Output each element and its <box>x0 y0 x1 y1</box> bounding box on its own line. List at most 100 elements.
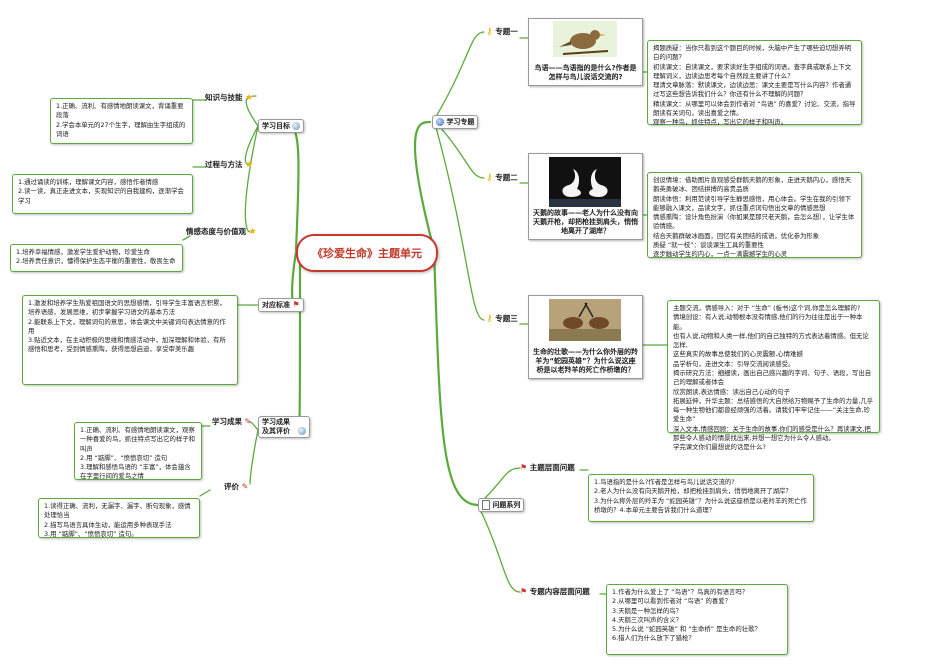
content-question: 2.从哪里可以看到作者对 “鸟语” 的喜爱？ <box>612 597 732 606</box>
topic1-item: 精读课文：从哪里可以体会到作者对 “鸟语” 的喜爱？讨论、交流，指导朗读有关词句… <box>653 99 856 117</box>
knowledge-content: 1.正确、流利、有感情地朗读课文，背诵重要段落 2.学会本单元的27个生字，理解… <box>50 98 193 144</box>
key-icon: ⚷ <box>486 27 493 37</box>
pencil-icon: ✎ <box>244 417 252 426</box>
branch-label: 学习专题 <box>446 118 475 126</box>
content-questions-label[interactable]: ⚑ 专题内容层面问题 <box>520 587 590 596</box>
content-question: 3.天鹅是一种怎样的鸟？ <box>612 606 683 615</box>
evaluation-item: 1.读得正确、流利，无漏字、漏字、断句现象，感情处理恰当 <box>44 502 191 520</box>
evaluation-content: 1.读得正确、流利，无漏字、漏字、断句现象，感情处理恰当 2.描写鸟语言具体生动… <box>38 498 200 538</box>
central-topic[interactable]: 《珍爱生命》主题单元 <box>296 234 438 272</box>
branch-label: 学习目标 <box>262 122 290 130</box>
theme-questions-content: 1.鸟语指的是什么?作者是怎样与鸟儿说话交流的? 2.老人为什么没有向天鹅开枪，… <box>588 474 814 522</box>
branch-study-goals[interactable]: 学习目标 <box>258 119 305 133</box>
topic1-caption: 鸟语——鸟语指的是什么?作者是怎样与鸟儿说话交流的? <box>534 63 637 81</box>
topic1-label[interactable]: ⚷ 专题一 <box>486 27 518 37</box>
flag-icon: ⚑ <box>520 587 528 596</box>
star-icon: ★ <box>248 227 257 237</box>
star-icon: ★ <box>245 160 254 170</box>
standard-item: 2.能联系上下文，理解词句的意思，体会课文中关键词句表达情意的作用 <box>28 317 226 335</box>
evaluation-item: 2.描写鸟语言具体生动，能运用多种表现手法 <box>44 520 172 529</box>
theme-question: 2.老人为什么没有向天鹅开枪，却把枪挂到肩头，悄悄地离开了湖岸？ <box>594 487 792 496</box>
topic3-content: 主题交流，情感导入：对于 “生命” (板书)这个词,你是怎么理解的? 情境创设：… <box>667 300 880 451</box>
topic3-picture-card[interactable]: 生命的壮歌——为什么你外层的羚羊为“蛇园英雄”？为什么说这座桥是以老羚羊的死亡作… <box>528 295 643 379</box>
content-question: 6.猎人们为什么放下了猎枪？ <box>612 634 695 643</box>
topic3-item: 学完课文你们最想说的话是什么? <box>673 443 766 452</box>
topic3-item: 品学析句，走进文本：引导交流阅读感受。 <box>673 359 795 368</box>
topic3-label[interactable]: ⚷ 专题三 <box>486 314 518 324</box>
topic2-item: 朗读体悟：利用范读引导学生静思感悟，用心体会。学生在我的引领下能够融入课文，品读… <box>653 194 852 212</box>
emotion-content: 1.培养幸福情感，激发学生爱护动物，珍爱生命 2.培养责任意识，懂得保护生态平衡… <box>10 244 183 272</box>
branch-label: 对应标准 <box>262 301 290 309</box>
globe-icon <box>436 118 444 126</box>
topic2-item: 逐步触动学生的内心，一点一滴震撼学生的心灵 <box>653 250 788 259</box>
pencil-icon: ✎ <box>241 482 249 491</box>
link-center-results <box>296 260 302 430</box>
topic1-item: 理清文章脉落：默读课文，边读边思：课文主要是写什么内容？作者通过写这些想告诉我们… <box>653 81 852 99</box>
outcome-item: 3.理解和感悟鸟语的 “丰富”，体会蕴含在字里行间的爱鸟之情 <box>80 463 191 481</box>
content-questions-content: 1.作者为什么爱上了 “鸟语”？鸟真的有语言吗？ 2.从哪里可以看到作者对 “鸟… <box>606 584 788 655</box>
topic3-item: 情境创设：有人说,动物根本没有情感,他们的行为往往是出于一种本能。 <box>673 313 863 331</box>
branch-results[interactable]: 学习成果及其评价 <box>258 416 311 438</box>
process-item: 1.通过诵读的训练，理解课文内容，感悟作者情感 <box>18 178 159 186</box>
topic3-item: 欣赏朗读,表达情感：读出自己心动的句子 <box>673 387 791 396</box>
branch-study-topics[interactable]: 学习专题 <box>432 115 479 129</box>
link-center-goals <box>288 124 300 252</box>
standard-content: 1.激发和培养学生热爱祖国语文的思想感情，引导学生丰富语言积累，培养语感，发展思… <box>22 295 238 385</box>
evaluation-item: 3.用 “踮脚”、“愤愤哀切” 造句。 <box>44 529 138 538</box>
emotion-item: 2.培养责任意识，懂得保护生态平衡的重要性，敬畏生命 <box>16 257 176 266</box>
key-icon: ⚷ <box>486 173 493 183</box>
star-icon: ★ <box>245 93 254 103</box>
flag-icon: ⚑ <box>292 300 300 309</box>
topic3-item: 深入文本,情感回顾：关于生命的故事,你们的感受是什么？再读课文,把那些令人感动的… <box>673 424 871 442</box>
link-center-questions <box>432 248 480 507</box>
document-icon <box>482 500 490 510</box>
outcome-label[interactable]: 学习成果 ✎ <box>212 417 252 426</box>
topic2-item: 结合天鹅群破冰画面，回忆有关团结的成语，优化参为形象 <box>653 231 820 240</box>
knowledge-label[interactable]: 知识与技能 ★ <box>205 93 254 103</box>
branch-questions[interactable]: 问题系列 <box>478 498 525 512</box>
topic2-item: 质疑 “就一枝”：谈谈课生工具的重要性 <box>653 240 764 249</box>
knowledge-item: 2.学会本单元的27个生字，理解由生字组成的词语 <box>56 120 186 138</box>
topic3-caption: 生命的壮歌——为什么你外层的羚羊为“蛇园英雄”？为什么说这座桥是以老羚羊的死亡作… <box>533 347 638 374</box>
topic1-item: 观察一种鸟，抓住特点，写出它的样子和叫声。 <box>653 118 788 127</box>
topic2-label[interactable]: ⚷ 专题二 <box>486 173 518 183</box>
globe-icon <box>298 426 307 435</box>
outcome-item: 2.用 “踮脚”、“愤愤哀切” 造句 <box>80 453 168 462</box>
topic1-item: 揭题质疑：当你只看到这个题目的时候，头脑中产生了哪些迫切想弄明白的问题？ <box>653 44 852 62</box>
branch-standard[interactable]: 对应标准 ⚑ <box>258 298 304 312</box>
process-label[interactable]: 过程与方法 ★ <box>205 160 254 170</box>
topic1-item: 初读课文：自读课文，要求读好生字组成的词语，查字典或联系上下文理解词义，边读边思… <box>653 62 852 80</box>
topic2-item: 情感熏陶：设计角色扮演（你如果是那只老天鹅，会怎么想），让学生体验情感。 <box>653 213 855 231</box>
standard-item: 3.贴近文本，在主动积极的思维和情感活动中，加深理解和体验，有所感悟和思考，受到… <box>28 336 226 354</box>
topic1-content: 揭题质疑：当你只看到这个题目的时候，头脑中产生了哪些迫切想弄明白的问题？ 初读课… <box>647 40 862 127</box>
theme-question: 1.鸟语指的是什么?作者是怎样与鸟儿说话交流的? <box>594 478 735 486</box>
globe-icon <box>292 122 301 130</box>
evaluation-label[interactable]: 评价 ✎ <box>224 482 249 491</box>
emotion-item: 1.培养幸福情感，激发学生爱护动物，珍爱生命 <box>16 248 150 256</box>
content-question: 5.为什么说 “蛇园英雄” 和 “生命桥” 是生命的壮歌？ <box>612 625 761 634</box>
topic1-picture-card[interactable]: 鸟语——鸟语指的是什么?作者是怎样与鸟儿说话交流的? <box>528 18 643 86</box>
antelopes-image <box>549 299 621 341</box>
link-center-topics <box>413 120 436 252</box>
process-content: 1.通过诵读的训练，理解课文内容，感悟作者情感 2.读一读，真正走进文本，实现知… <box>12 174 193 214</box>
key-icon: ⚷ <box>486 314 493 324</box>
content-question: 4.天鹅三次叫声的含义？ <box>612 615 683 624</box>
theme-question: 3.为什么称外层的羚羊为 “蛇园英雄”？为什么说这座桥是以老羚羊的死亡作桥墩的？… <box>594 496 807 514</box>
outcome-item: 1.正确、流利、有感情地朗读课文，观察一种喜爱的鸟，抓住特点写出它的样子和叫声 <box>80 426 196 453</box>
flag-icon: ⚑ <box>520 463 528 472</box>
topic3-item: 揭示研究方法：细细读，画出自己感兴趣的字词、句子、语段，写出自己的理解或者体会 <box>673 368 872 387</box>
theme-questions-label[interactable]: ⚑ 主题层面问题 <box>520 463 575 472</box>
topic3-item: 主题交流，情感导入：对于 “生命” (板书)这个词,你是怎么理解的? <box>673 304 861 312</box>
emotion-label[interactable]: 情感态度与价值观 ★ <box>186 227 257 237</box>
topic2-caption: 天鹅的故事——老人为什么没有向天鹅开枪，却把枪挂到肩头，悄悄地离开了湖岸？ <box>533 208 638 235</box>
swans-image <box>549 157 621 207</box>
topic3-item: 也有人说,动物和人类一样,他们的自己独特的方式表达着情感。但无论怎样, <box>673 331 869 350</box>
outcome-content: 1.正确、流利、有感情地朗读课文，观察一种喜爱的鸟，抓住特点写出它的样子和叫声 … <box>74 422 202 480</box>
topic2-content: 创设情境：借助图片直观感受群鹅天鹅的形象，走进天鹅内心，感悟天鹅英勇破冰、团结拼… <box>647 172 862 258</box>
bird-image <box>553 21 617 57</box>
process-item: 2.读一读，真正走进文本，实现知识的自我建构，逐渐学会学习 <box>18 187 184 205</box>
topic2-picture-card[interactable]: 天鹅的故事——老人为什么没有向天鹅开枪，却把枪挂到肩头，悄悄地离开了湖岸？ <box>528 153 643 240</box>
topic3-item: 这些真实的故事总使我们的心灵震颤,心情难撼 <box>673 350 803 359</box>
branch-label: 学习成果及其评价 <box>262 418 290 435</box>
